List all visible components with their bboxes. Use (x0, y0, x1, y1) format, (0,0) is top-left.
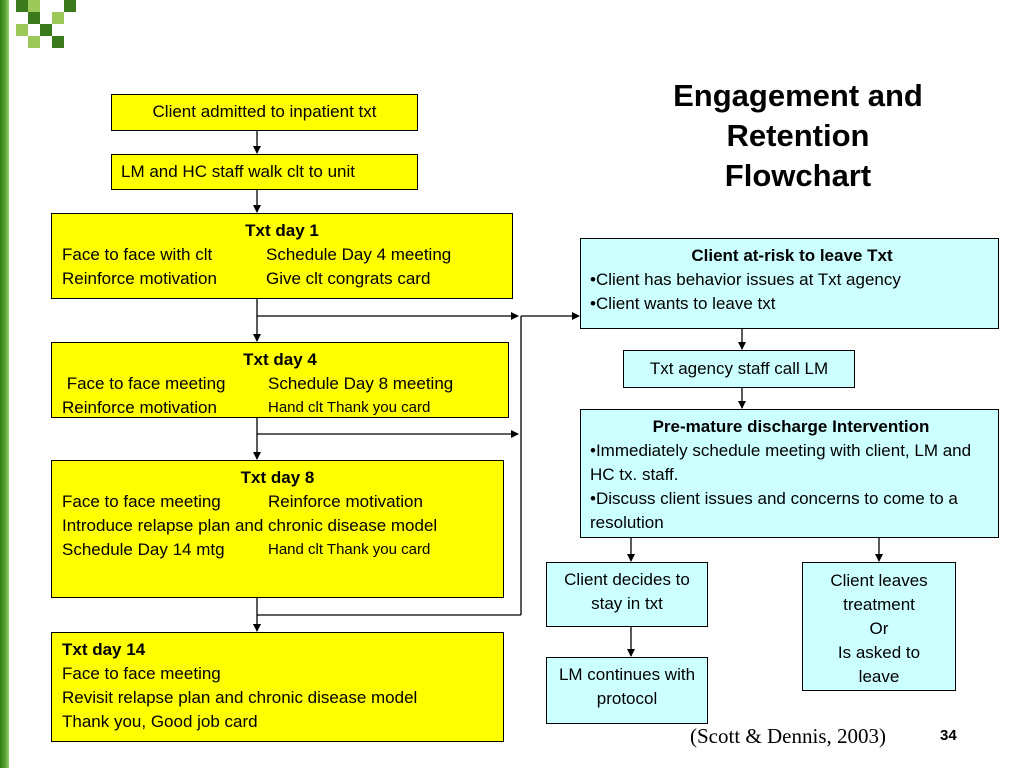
txt-day-14-heading: Txt day 14 (62, 640, 146, 659)
at-risk-bullet-behavior: Client has behavior issues at Txt agency (590, 268, 994, 292)
page-title: Engagement and Retention Flowchart (640, 76, 956, 196)
day14-face-to-face: Face to face meeting (62, 664, 221, 683)
title-line-3: Flowchart (724, 158, 872, 193)
day4-face-to-face: Face to face meeting (62, 374, 226, 393)
day1-reinforce: Reinforce motivation (62, 269, 217, 288)
title-line-2: Retention (726, 118, 870, 153)
day1-congrats: Give clt congrats card (266, 269, 431, 288)
txt-day-4-box: Txt day 4 Face to face meeting Schedule … (51, 342, 509, 418)
day1-schedule: Schedule Day 4 meeting (266, 245, 452, 264)
at-risk-heading: Client at-risk to leave Txt (691, 246, 893, 265)
day8-thank-you: Hand clt Thank you card (268, 541, 431, 558)
txt-day-1-heading: Txt day 1 (245, 221, 319, 240)
txt-day-1-box: Txt day 1 Face to face with clt Schedule… (51, 213, 513, 299)
client-leaves-line-4: Is asked to (837, 643, 921, 662)
txt-day-14-box: Txt day 14 Face to face meeting Revisit … (51, 632, 504, 742)
day8-reinforce: Reinforce motivation (268, 492, 423, 511)
citation: (Scott & Dennis, 2003) (690, 724, 886, 748)
title-line-1: Engagement and (673, 78, 923, 113)
lm-continues-box: LM continues with protocol (546, 657, 708, 724)
intervention-bullet-schedule: Immediately schedule meeting with client… (590, 439, 992, 487)
intervention-heading: Pre-mature discharge Intervention (652, 417, 930, 436)
day8-face-to-face: Face to face meeting (62, 492, 221, 511)
admitted-text: Client admitted to inpatient txt (152, 102, 377, 121)
intervention-bullet-discuss: Discuss client issues and concerns to co… (590, 487, 992, 535)
lm-continues-text: LM continues with protocol (558, 665, 696, 708)
walk-to-unit-box: LM and HC staff walk clt to unit (111, 154, 418, 190)
client-leaves-line-1: Client leaves (830, 571, 928, 590)
txt-day-8-heading: Txt day 8 (240, 468, 315, 487)
txt-day-4-heading: Txt day 4 (243, 350, 317, 369)
intervention-box: Pre-mature discharge Intervention Immedi… (580, 409, 999, 538)
day1-face-to-face: Face to face with clt (62, 245, 213, 264)
day14-good-job: Thank you, Good job card (62, 712, 258, 731)
at-risk-box: Client at-risk to leave Txt Client has b… (580, 238, 999, 329)
day14-relapse-plan: Revisit relapse plan and chronic disease… (62, 688, 418, 707)
day4-reinforce: Reinforce motivation (62, 398, 217, 417)
client-leaves-line-5: leave (858, 667, 900, 686)
client-leaves-line-2: treatment (843, 595, 915, 614)
admitted-box: Client admitted to inpatient txt (111, 94, 418, 131)
day8-relapse-plan: Introduce relapse plan and chronic disea… (62, 516, 438, 535)
page-number: 34 (940, 727, 957, 744)
day8-schedule: Schedule Day 14 mtg (62, 540, 225, 559)
checkered-logo (8, 0, 80, 60)
staff-call-text: Txt agency staff call LM (649, 359, 829, 378)
sidebar-stripe (0, 0, 9, 768)
client-leaves-box: Client leaves treatment Or Is asked to l… (802, 562, 956, 691)
at-risk-bullet-leave: Client wants to leave txt (590, 292, 994, 316)
client-leaves-line-3: Or (869, 619, 889, 638)
walk-to-unit-text: LM and HC staff walk clt to unit (121, 162, 356, 181)
client-stays-text: Client decides to stay in txt (564, 570, 690, 613)
day4-thank-you: Hand clt Thank you card (268, 399, 431, 416)
txt-day-8-box: Txt day 8 Face to face meeting Reinforce… (51, 460, 504, 598)
staff-call-box: Txt agency staff call LM (623, 350, 855, 388)
day4-schedule: Schedule Day 8 meeting (268, 374, 454, 393)
client-stays-box: Client decides to stay in txt (546, 562, 708, 627)
